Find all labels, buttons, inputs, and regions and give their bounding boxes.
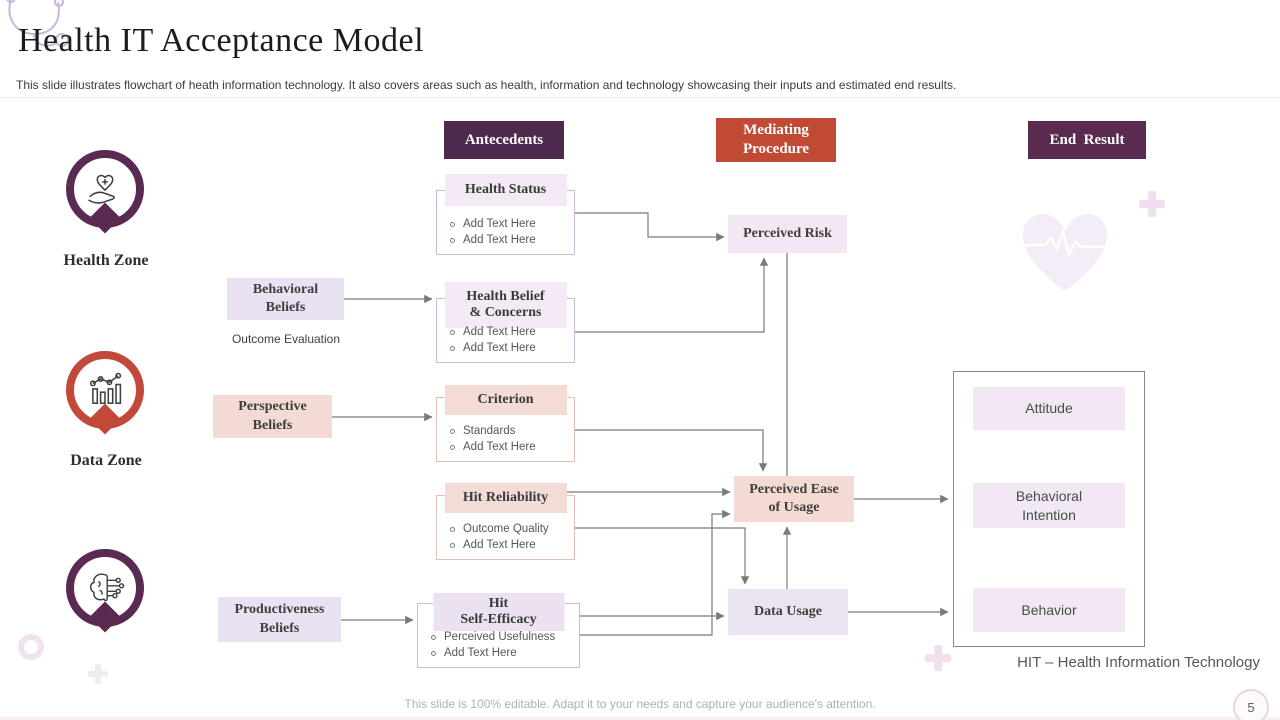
ring-icon [18, 634, 44, 660]
hit-abbreviation-note: HIT – Health Information Technology [1017, 654, 1260, 671]
heart-ekg-icon [1023, 213, 1107, 291]
data-zone-label: Data Zone [70, 452, 142, 469]
attitude-box: Attitude [973, 387, 1125, 430]
circle-bullet-icon [450, 444, 455, 450]
placeholder-bullet[interactable]: Add Text Here [446, 537, 549, 553]
health-belief-concerns-title: Health Belief & Concerns [444, 282, 567, 328]
circle-bullet-icon [450, 542, 455, 548]
hit-self-efficacy-title: Hit Self-Efficacy [433, 593, 564, 631]
data-zone-pin [66, 351, 144, 429]
outcome-evaluation-note: Outcome Evaluation [231, 332, 341, 346]
divider [0, 97, 1280, 98]
behavioral-beliefs-box: Behavioral Beliefs [227, 278, 344, 320]
placeholder-bullet[interactable]: Perceived Usefulness [427, 629, 555, 645]
page-title: Health IT Acceptance Model [18, 22, 425, 59]
behavior-box: Behavior [973, 588, 1125, 632]
bullet-text: Add Text Here [463, 539, 536, 551]
placeholder-bullet[interactable]: Add Text Here [427, 645, 555, 661]
bullet-text: Add Text Here [463, 326, 536, 338]
criterion-title: Criterion [444, 385, 567, 415]
stethoscope-icon [6, 0, 69, 47]
hit-reliability-title: Hit Reliability [444, 483, 567, 513]
circle-bullet-icon [450, 428, 455, 434]
health-status-box: Health Status Add Text Here Add Text Her… [436, 174, 575, 255]
bullet-text: Add Text Here [463, 342, 536, 354]
technology-zone-pin [66, 549, 144, 627]
health-zone-label: Health Zone [63, 252, 149, 269]
placeholder-bullet[interactable]: Add Text Here [446, 439, 536, 455]
end-result-header: End Result [1028, 121, 1146, 159]
bar-line-chart-icon [89, 372, 122, 404]
circle-bullet-icon [450, 526, 455, 532]
data-usage-box: Data Usage [728, 589, 848, 635]
ai-brain-circuit-icon [89, 573, 125, 602]
health-belief-concerns-box: Health Belief & Concerns Add Text Here A… [436, 282, 575, 363]
bullet-text: Add Text Here [463, 218, 536, 230]
slide-footer-note: This slide is 100% editable. Adapt it to… [404, 697, 876, 711]
circle-bullet-icon [431, 634, 436, 640]
health-status-title: Health Status [444, 174, 567, 206]
slide-subtitle: This slide illustrates flowchart of heat… [16, 78, 957, 92]
bullet-text: Perceived Usefulness [444, 631, 556, 643]
bottom-accent-strip [0, 717, 1280, 720]
perspective-beliefs-box: Perspective Beliefs [213, 395, 332, 438]
circle-bullet-icon [450, 221, 455, 227]
placeholder-bullet[interactable]: Add Text Here [446, 216, 536, 232]
bullet-text: Add Text Here [463, 234, 536, 246]
antecedents-header: Antecedents [444, 121, 564, 159]
perceived-ease-of-usage-box: Perceived Ease of Usage [734, 476, 854, 522]
mediating-procedure-header: Mediating Procedure [716, 118, 836, 162]
bullet-text: Outcome Quality [463, 523, 549, 535]
hand-heart-icon [88, 174, 115, 204]
circle-bullet-icon [450, 345, 455, 351]
criterion-box: Criterion Standards Add Text Here [436, 385, 575, 462]
bullet-text: Add Text Here [444, 647, 517, 659]
circle-bullet-icon [450, 237, 455, 243]
placeholder-bullet[interactable]: Add Text Here [446, 324, 536, 340]
bullet-text: Add Text Here [463, 441, 536, 453]
placeholder-bullet[interactable]: Outcome Quality [446, 521, 549, 537]
page-number-badge: 5 [1233, 689, 1269, 720]
hit-self-efficacy-box: Hit Self-Efficacy Perceived Usefulness A… [417, 593, 580, 668]
productiveness-beliefs-box: Productiveness Beliefs [218, 597, 341, 642]
placeholder-bullet[interactable]: Standards [446, 423, 536, 439]
hit-reliability-box: Hit Reliability Outcome Quality Add Text… [436, 483, 575, 560]
health-zone-pin [66, 150, 144, 228]
bullet-text: Standards [463, 425, 516, 437]
circle-bullet-icon [450, 329, 455, 335]
circle-bullet-icon [431, 650, 436, 656]
behavioral-intention-box: Behavioral Intention [973, 483, 1125, 528]
placeholder-bullet[interactable]: Add Text Here [446, 340, 536, 356]
perceived-risk-box: Perceived Risk [728, 215, 847, 253]
placeholder-bullet[interactable]: Add Text Here [446, 232, 536, 248]
